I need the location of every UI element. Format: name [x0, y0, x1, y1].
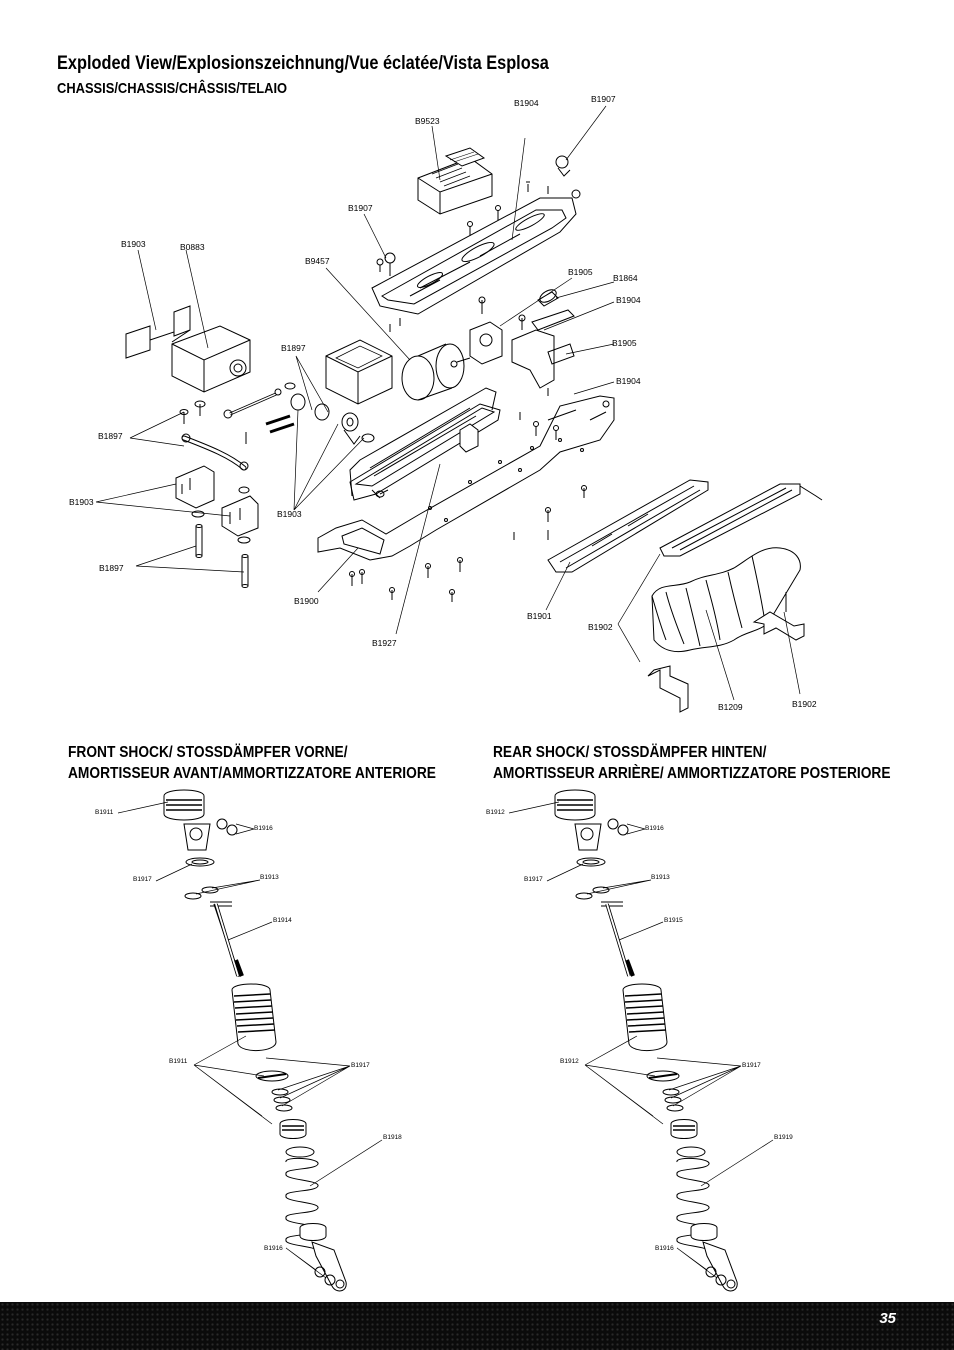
part-label-b1907-mid: B1907	[348, 203, 373, 213]
leader-lines	[95, 105, 801, 701]
rear-label-end: B1916	[645, 825, 664, 832]
front-label-cap: B1911	[95, 809, 114, 816]
front-label-oring: B1917	[133, 876, 152, 883]
front-shock-diagram	[117, 789, 383, 1292]
part-label-b1901: B1901	[527, 611, 552, 621]
bellcrank-assembly	[175, 465, 259, 544]
part-label-b1905-b: B1905	[612, 338, 637, 348]
steering-linkage	[179, 382, 296, 471]
front-label-shaft: B1914	[273, 917, 292, 924]
part-label-b9523: B9523	[415, 116, 440, 126]
lower-chassis-plate	[317, 395, 615, 561]
front-label-body: B1911	[169, 1058, 188, 1065]
rear-label-bottom-end: B1916	[655, 1245, 674, 1252]
battery-bracket-b	[752, 592, 805, 641]
part-label-b1902-a: B1902	[588, 622, 613, 632]
front-label-seals: B1917	[351, 1062, 370, 1069]
esc-unit	[417, 147, 493, 215]
part-label-b0883: B0883	[180, 242, 205, 252]
rear-shock-diagram	[508, 789, 774, 1292]
page-footer-band: 35	[0, 1302, 954, 1350]
page-title: Exploded View/Explosionszeichnung/Vue éc…	[57, 53, 549, 74]
section-title-chassis: CHASSIS/CHASSIS/CHÂSSIS/TELAIO	[57, 80, 288, 97]
part-label-b1900: B1900	[294, 596, 319, 606]
part-label-b9457: B9457	[305, 256, 330, 266]
part-label-b1904-top: B1904	[514, 98, 539, 108]
part-label-b1927: B1927	[372, 638, 397, 648]
rear-label-spring: B1919	[774, 1134, 793, 1141]
motor	[401, 343, 471, 401]
rear-shock-title: REAR SHOCK/ STOSSDÄMPFER HINTEN/ AMORTIS…	[493, 744, 891, 782]
receiver-box	[325, 339, 393, 405]
side-rail-left	[547, 479, 709, 573]
rear-label-body: B1912	[560, 1058, 579, 1065]
page-number: 35	[879, 1310, 896, 1327]
front-label-end: B1916	[254, 825, 273, 832]
part-label-b1897-a: B1897	[281, 343, 306, 353]
posts	[195, 524, 249, 588]
part-label-b1209: B1209	[718, 702, 743, 712]
top-plate-screws	[376, 155, 581, 332]
steering-servo	[125, 305, 251, 393]
rear-label-cap: B1912	[486, 809, 505, 816]
part-label-b1903-c: B1903	[277, 509, 302, 519]
part-label-b1904-c: B1904	[616, 376, 641, 386]
battery-bracket-a	[647, 665, 689, 713]
top-plate	[371, 197, 577, 315]
part-label-b1864: B1864	[613, 273, 638, 283]
part-label-b1904-b: B1904	[616, 295, 641, 305]
chassis-exploded-diagram	[95, 105, 823, 713]
front-shock-title: FRONT SHOCK/ STOSSDÄMPFER VORNE/ AMORTIS…	[68, 744, 436, 782]
rear-label-oring: B1917	[524, 876, 543, 883]
part-label-b1905-a: B1905	[568, 267, 593, 277]
rear-label-seals: B1917	[742, 1062, 761, 1069]
chassis-screws	[349, 400, 610, 602]
part-label-b1897-b: B1897	[98, 431, 123, 441]
part-label-b1903-b: B1903	[69, 497, 94, 507]
motor-mount	[469, 289, 575, 396]
chassis-tub	[349, 387, 501, 501]
part-label-b1907-top: B1907	[591, 94, 616, 104]
rear-label-clip: B1913	[651, 874, 670, 881]
rear-label-shaft: B1915	[664, 917, 683, 924]
part-label-b1902-b: B1902	[792, 699, 817, 709]
battery-pack	[651, 547, 801, 653]
part-label-b1897-c: B1897	[99, 563, 124, 573]
side-rail-right	[659, 483, 823, 557]
front-label-bottom-end: B1916	[264, 1245, 283, 1252]
front-label-clip: B1913	[260, 874, 279, 881]
front-label-spring: B1918	[383, 1134, 402, 1141]
part-label-b1903-a: B1903	[121, 239, 146, 249]
servo-saver	[290, 393, 375, 445]
